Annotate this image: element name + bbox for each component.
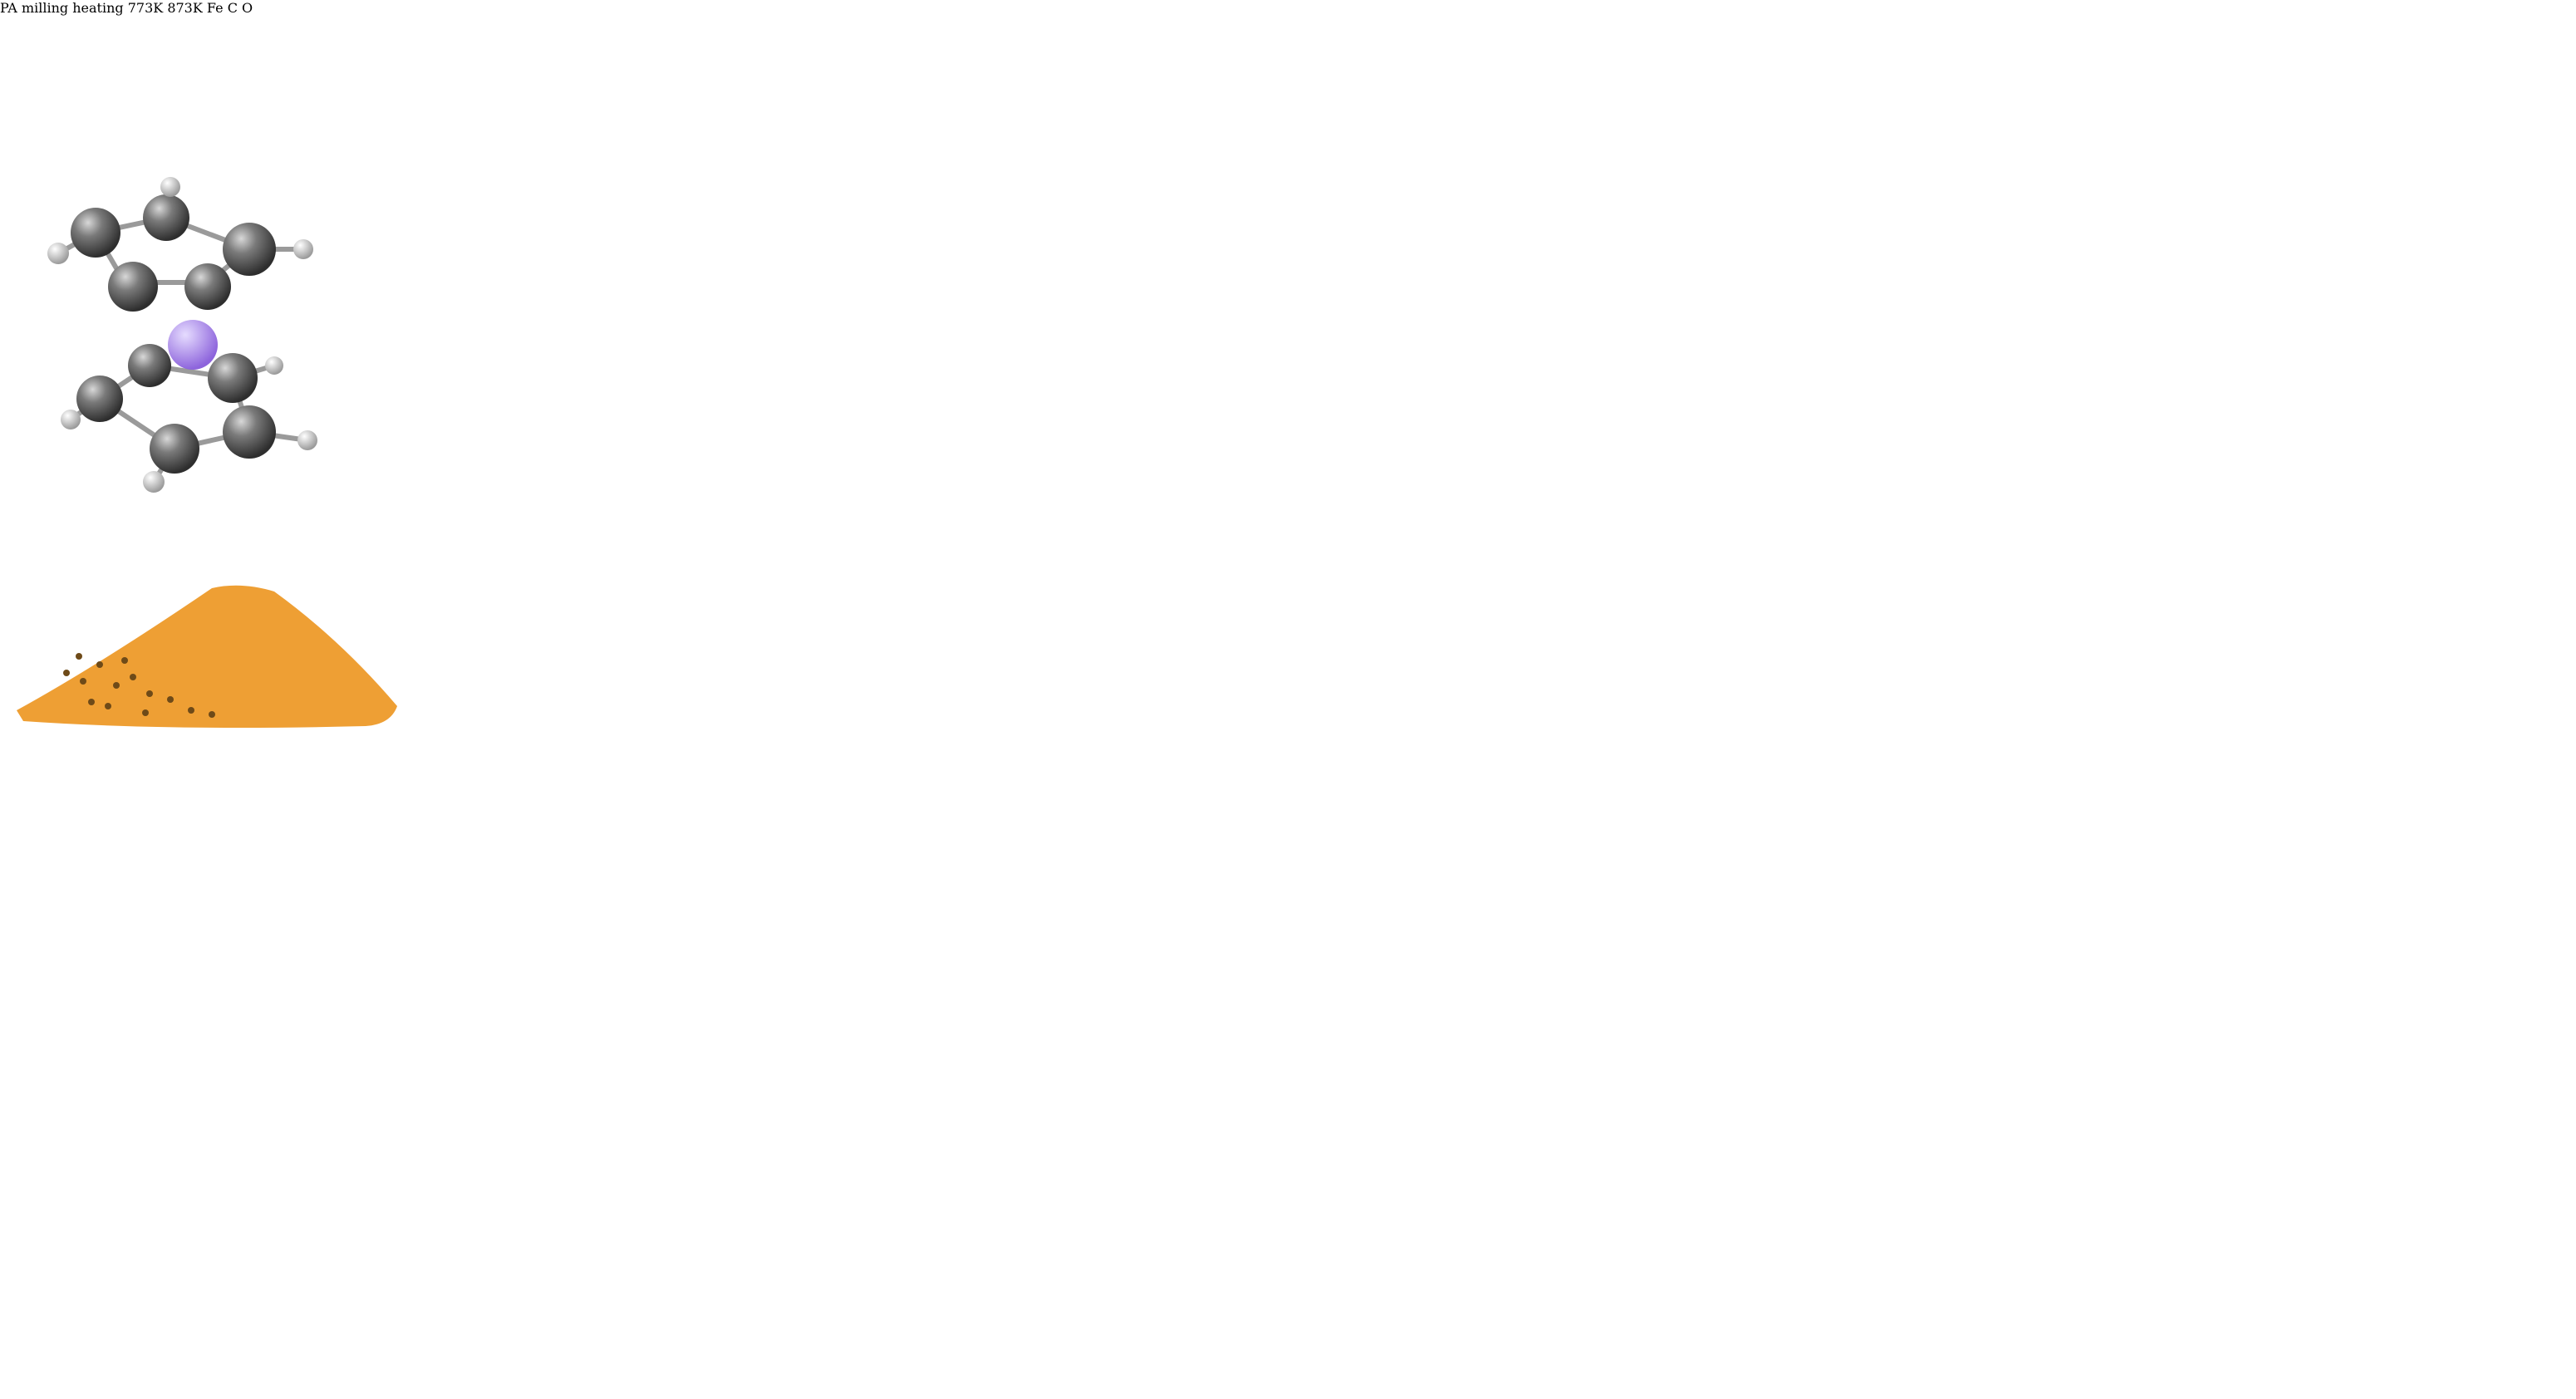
- legend-c-label: C: [227, 0, 238, 16]
- temp-label-773K: 773K: [127, 0, 164, 16]
- branch-bracket: 773K: [128, 0, 253, 16]
- legend-c-sphere: Fe C O: [207, 0, 253, 16]
- ferrocene-molecule: [47, 177, 317, 493]
- legend-fe-label: Fe: [206, 0, 224, 16]
- legend-fe-sphere: Fe C O: [207, 0, 253, 16]
- legend-o-sphere: Fe C O: [207, 0, 253, 16]
- temp-label-873K: 873K: [167, 0, 203, 16]
- legend-o-label: O: [242, 0, 253, 16]
- precursor-powder-pile: [17, 585, 397, 728]
- heating-step-label: heating: [72, 0, 124, 16]
- milling-arrow: heating: [72, 0, 253, 16]
- heating-arrow: 773K: [128, 0, 253, 16]
- element-legend: Fe C O: [207, 0, 253, 16]
- milling-step-label: PA milling: [0, 0, 69, 16]
